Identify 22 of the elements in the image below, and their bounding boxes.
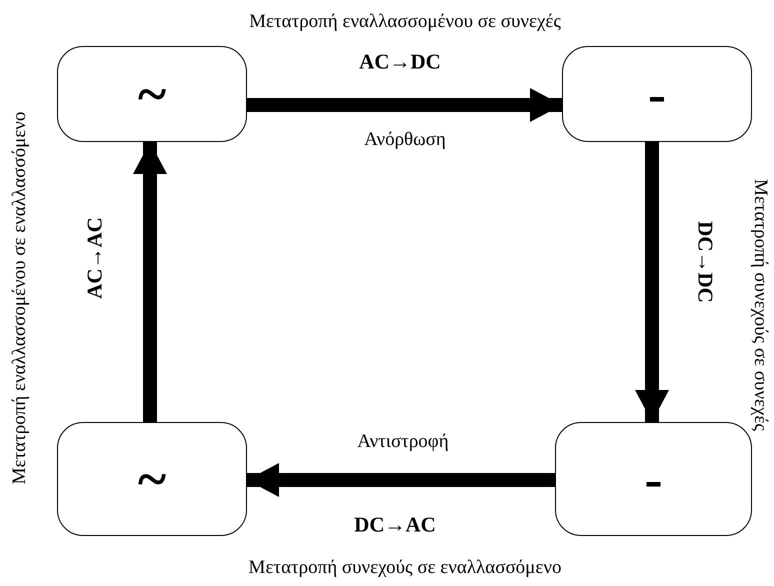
rounded-box bbox=[57, 422, 247, 536]
process-label: Αντιστροφή bbox=[357, 431, 449, 453]
current-symbol: ~ bbox=[138, 67, 166, 121]
side-caption: Μετατροπή εναλλασσομένου σε εναλλασσόμενο bbox=[9, 112, 31, 484]
process-label: Ανόρθωση bbox=[364, 129, 446, 151]
side-caption: Μετατροπή εναλλασσομένου σε συνεχές bbox=[249, 11, 561, 33]
rounded-box bbox=[555, 422, 752, 536]
edge-label: DC→AC bbox=[354, 512, 436, 538]
current-symbol: ~ bbox=[138, 452, 166, 506]
arrow bbox=[133, 142, 167, 422]
rounded-box bbox=[562, 46, 752, 142]
current-symbol: - bbox=[644, 452, 662, 506]
side-caption: Μετατροπή συνεχούς σε συνεχές bbox=[749, 179, 771, 431]
side-caption: Μετατροπή συνεχούς σε εναλλασσόμενο bbox=[248, 557, 562, 579]
current-symbol: - bbox=[648, 67, 666, 121]
arrow bbox=[247, 463, 555, 497]
rounded-box bbox=[57, 46, 247, 142]
arrow bbox=[635, 142, 669, 422]
arrow bbox=[247, 88, 562, 122]
edge-label: AC→DC bbox=[359, 50, 441, 74]
edge-label: DC→DC bbox=[692, 221, 718, 303]
edge-label: AC→AC bbox=[82, 217, 108, 299]
